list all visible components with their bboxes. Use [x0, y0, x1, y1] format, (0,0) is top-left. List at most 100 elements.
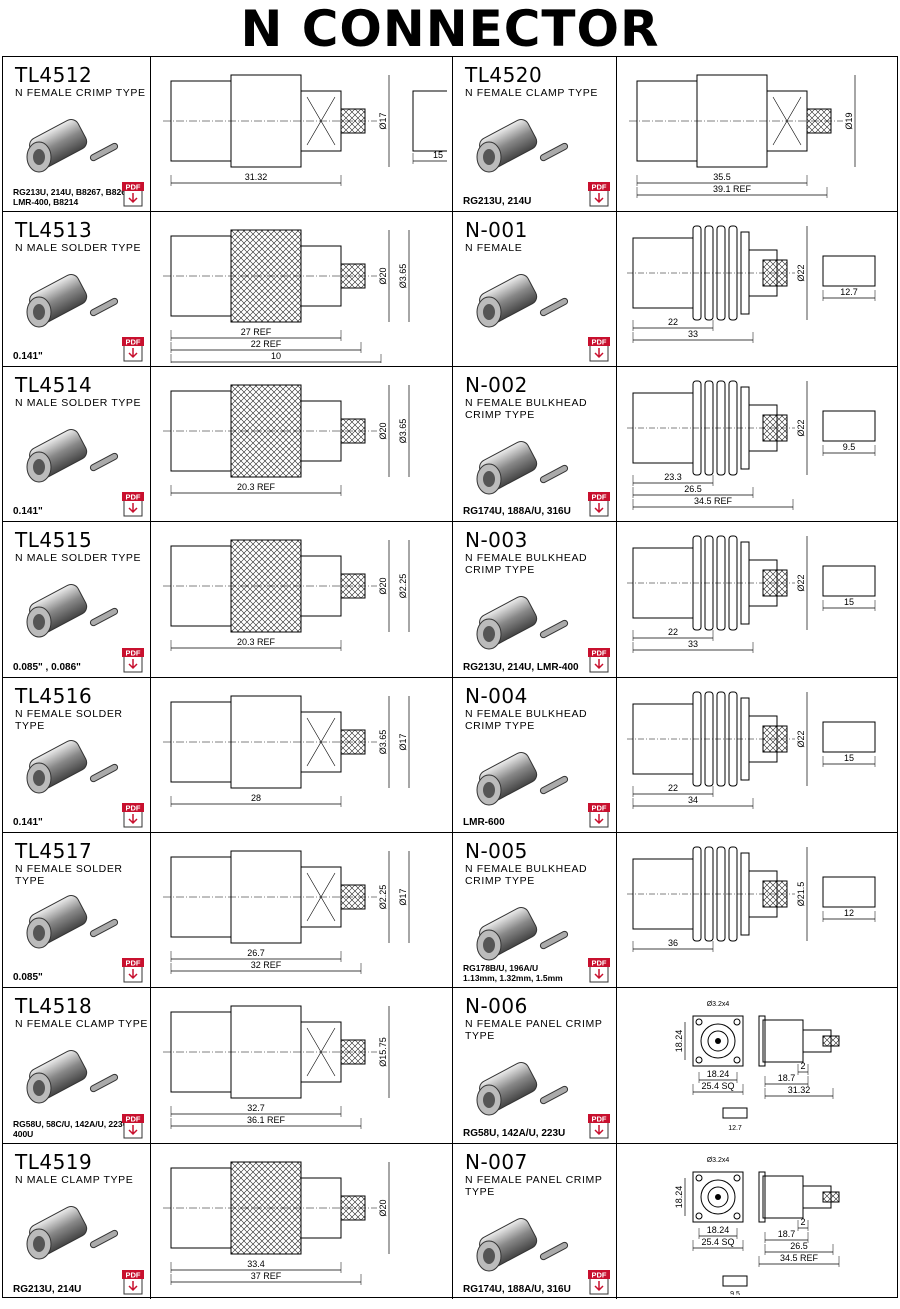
product-type: N MALE SOLDER TYPE [15, 242, 142, 254]
pdf-badge-label: PDF [126, 493, 141, 502]
dimension-label: 35.5 [713, 172, 731, 182]
product-type: N MALE SOLDER TYPE [15, 552, 142, 564]
dimension-label: 18.24 [674, 1186, 684, 1209]
pdf-download-icon[interactable]: PDF [588, 1113, 610, 1139]
pdf-badge-label: PDF [126, 804, 141, 813]
dimension-label: 15 [844, 753, 854, 763]
pdf-badge-label: PDF [592, 959, 607, 968]
dimension-label: 34.5 REF [780, 1253, 819, 1263]
pdf-download-icon[interactable]: PDF [122, 1113, 144, 1139]
dimension-label: 23.3 [664, 472, 682, 482]
dimension-label: 25.4 SQ [701, 1081, 734, 1091]
dimension-label: 18.24 [674, 1030, 684, 1053]
cable-spec: RG213U, 214U [13, 1284, 82, 1295]
cable-spec: 0.141" [13, 351, 43, 362]
dimension-label: 27 REF [241, 327, 272, 337]
product-photo [476, 440, 569, 495]
connector-photo [26, 1205, 119, 1260]
pdf-download-icon[interactable]: PDF [122, 491, 144, 517]
product-photo [26, 1049, 119, 1104]
dimension-label: Ø20 [378, 577, 388, 594]
pdf-badge-label: PDF [592, 338, 607, 347]
dimension-label: 26.5 [684, 484, 702, 494]
connector-photo [476, 440, 569, 495]
dimension-label: 22 [668, 317, 678, 327]
cable-spec: 0.141" [13, 506, 43, 517]
dimension-label: 2 [800, 1061, 805, 1071]
dimension-label: 20.3 REF [237, 482, 276, 492]
product-code: TL4512 [15, 63, 93, 87]
product-code: TL4519 [15, 1150, 93, 1174]
connector-photo [476, 118, 569, 173]
product-code: N-007 [465, 1150, 528, 1174]
product-photo [26, 273, 119, 328]
pdf-download-icon[interactable]: PDF [122, 647, 144, 673]
pdf-download-icon[interactable]: PDF [588, 647, 610, 673]
product-photo [26, 1205, 119, 1260]
pdf-badge-label: PDF [592, 1271, 607, 1280]
pdf-download-icon[interactable]: PDF [588, 336, 610, 362]
dimension-label: Ø22 [796, 264, 806, 281]
pdf-download-icon[interactable]: PDF [588, 957, 610, 983]
dimension-label: 12 [844, 908, 854, 918]
dimension-label: 18.7 [778, 1073, 796, 1083]
product-photo [476, 906, 569, 961]
pdf-download-icon[interactable]: PDF [122, 181, 144, 207]
pdf-download-icon[interactable]: PDF [122, 1269, 144, 1295]
dimension-label: 12.7 [728, 1125, 742, 1132]
pdf-badge-label: PDF [126, 338, 141, 347]
product-photo [26, 118, 119, 173]
pdf-download-icon[interactable]: PDF [122, 957, 144, 983]
dimension-label: 31.32 [245, 172, 268, 182]
connector-photo [476, 1061, 569, 1116]
dimension-label: 34 [688, 795, 698, 805]
dimension-label: Ø20 [378, 1199, 388, 1216]
dimension-label: Ø15.75 [378, 1037, 388, 1067]
dimension-label: 31.32 [788, 1085, 811, 1095]
product-code: TL4518 [15, 994, 93, 1018]
dimension-label: 15 [433, 150, 443, 160]
pdf-download-icon[interactable]: PDF [588, 1269, 610, 1295]
connector-photo [26, 118, 119, 173]
product-code: N-003 [465, 528, 528, 552]
pdf-download-icon[interactable]: PDF [588, 181, 610, 207]
dimension-label: 22 [668, 627, 678, 637]
pdf-download-icon[interactable]: PDF [122, 336, 144, 362]
page-title: N CONNECTOR [240, 0, 660, 58]
cable-spec: RG174U, 188A/U, 316U [463, 1284, 571, 1295]
pdf-download-icon[interactable]: PDF [122, 802, 144, 828]
dimension-label: 26.7 [247, 948, 265, 958]
dimension-label: 33.4 [247, 1259, 265, 1269]
cable-spec: RG174U, 188A/U, 316U [463, 506, 571, 517]
product-code: N-002 [465, 373, 528, 397]
pdf-badge-label: PDF [592, 804, 607, 813]
product-code: TL4515 [15, 528, 93, 552]
dimension-label: Ø17 [398, 888, 408, 905]
pdf-download-icon[interactable]: PDF [588, 802, 610, 828]
pdf-download-icon[interactable]: PDF [588, 491, 610, 517]
dimension-label: 18.24 [707, 1225, 730, 1235]
